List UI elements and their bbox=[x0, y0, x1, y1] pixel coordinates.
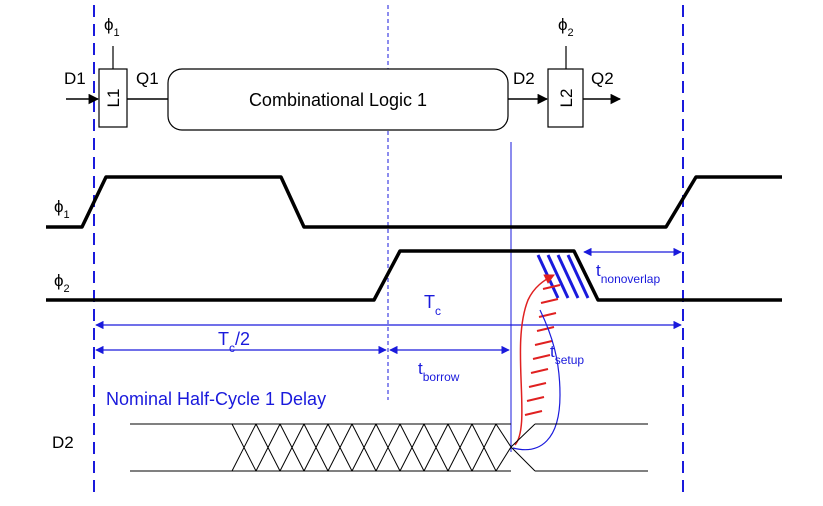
q2-label: Q2 bbox=[591, 69, 614, 88]
d2-waveform-label: D2 bbox=[52, 433, 74, 452]
tnonoverlap-label: tnonoverlap bbox=[596, 261, 660, 286]
combinational-logic-label: Combinational Logic 1 bbox=[249, 90, 427, 110]
nominal-half-cycle-caption: Nominal Half-Cycle 1 Delay bbox=[106, 389, 326, 409]
d2-input-label: D2 bbox=[513, 69, 535, 88]
latch-l2 bbox=[547, 68, 584, 128]
borrow-curve-arrow bbox=[514, 274, 555, 446]
phi2-waveform bbox=[46, 249, 782, 302]
latch-l2-clock-label: ϕ2 bbox=[558, 15, 574, 39]
latch-circuit: D1 L1 ϕ1 Q1 Combinational Logic 1 D2 L2 … bbox=[64, 15, 622, 131]
phi2-waveform-label: ϕ2 bbox=[54, 271, 70, 295]
tc-half-label: Tc/2 bbox=[218, 329, 250, 355]
tc-label: Tc bbox=[424, 292, 441, 318]
latch-l2-label: L2 bbox=[557, 89, 576, 108]
latch-l1-label: L1 bbox=[104, 89, 123, 108]
setup-time-red-hatch bbox=[524, 284, 561, 416]
latch-l1 bbox=[98, 68, 128, 128]
d1-label: D1 bbox=[64, 69, 86, 88]
tborrow-label: tborrow bbox=[418, 359, 460, 384]
d2-transition-region bbox=[231, 423, 536, 472]
latch-l1-clock-label: ϕ1 bbox=[104, 15, 120, 39]
tsetup-label: tsetup bbox=[550, 342, 584, 367]
phi1-waveform bbox=[46, 175, 782, 229]
phi1-waveform-label: ϕ1 bbox=[54, 197, 70, 221]
setup-curve bbox=[512, 309, 561, 451]
q1-label: Q1 bbox=[136, 69, 159, 88]
